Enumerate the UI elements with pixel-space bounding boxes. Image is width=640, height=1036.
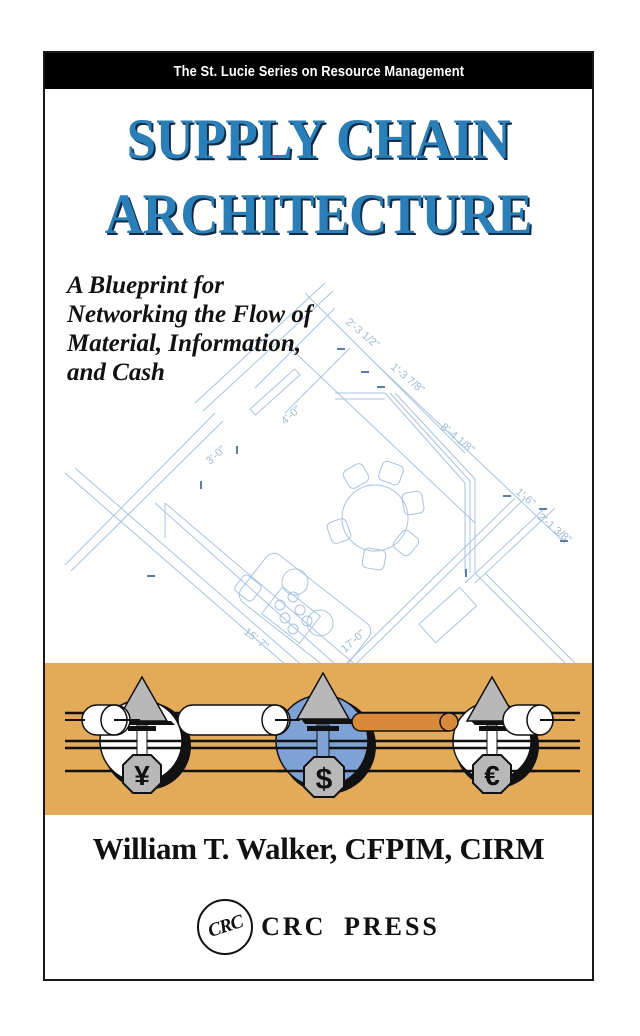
subtitle-line: A Blueprint for — [67, 272, 224, 299]
subtitle-line: Material, Information, — [67, 330, 302, 357]
series-label: The St. Lucie Series on Resource Managem… — [173, 62, 464, 80]
dimension-label: 3'-0" — [204, 444, 228, 468]
subtitle-line: Networking the Flow of — [67, 301, 313, 328]
dimension-label: 15'-7" — [241, 626, 271, 653]
dollar-node-icon: $ — [275, 671, 376, 798]
book-title-line-2: ARCHITECTURE — [104, 183, 533, 246]
dimension-label: 1'-3 7/8" — [388, 361, 427, 396]
dimension-label: 2'-1 3/8" — [535, 511, 574, 546]
publisher-block: CRC CRC PRESS — [45, 899, 592, 955]
blueprint-illustration: 2'-3 1/2" 1'-3 7/8" 8'-4 1/8" 4'-0" 3'-0… — [64, 282, 576, 665]
dimension-label: 8'-4 1/8" — [438, 421, 477, 456]
dimension-label: 17'-0" — [339, 627, 368, 655]
dimension-label: 2'-3 1/2" — [343, 316, 382, 351]
crc-logo-icon: CRC — [197, 899, 254, 955]
series-banner: The St. Lucie Series on Resource Managem… — [45, 53, 592, 89]
book-title-line-1: SUPPLY CHAIN — [126, 108, 511, 171]
svg-text:$: $ — [316, 763, 333, 796]
svg-text:€: € — [484, 760, 500, 791]
publisher-name: CRC PRESS — [261, 912, 440, 941]
yen-node-icon: ¥ — [99, 675, 191, 794]
author-name: William T. Walker, CFPIM, CIRM — [92, 831, 545, 866]
svg-text:¥: ¥ — [134, 760, 150, 791]
subtitle-line: and Cash — [67, 359, 165, 386]
book-cover: The St. Lucie Series on Resource Managem… — [43, 51, 594, 981]
book-subtitle: A Blueprint for Networking the Flow of M… — [67, 271, 312, 387]
dimension-label: 4'-0" — [279, 404, 303, 428]
crc-logo-text: CRC — [205, 911, 245, 942]
currency-flow-band: ¥ $ — [45, 663, 592, 815]
